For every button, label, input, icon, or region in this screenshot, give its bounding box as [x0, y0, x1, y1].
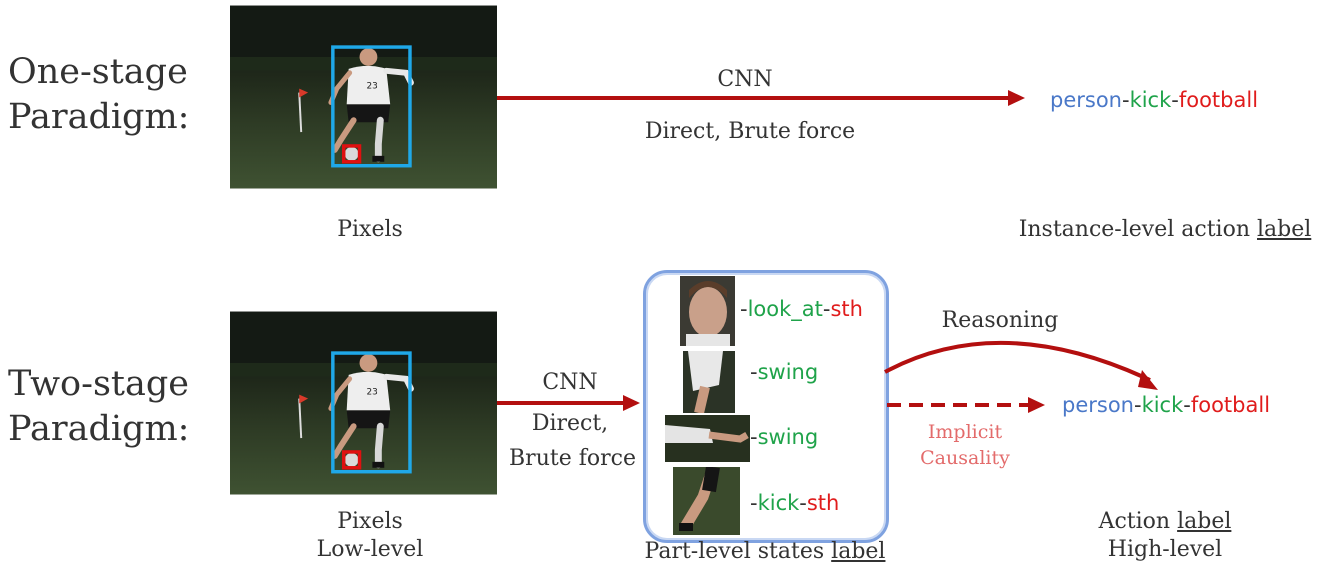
two-stage-title-line2: Paradigm:	[8, 409, 190, 449]
two-stage-output-label: Action label High-level	[1080, 508, 1250, 564]
state-object: sth	[830, 297, 863, 321]
state-dash: -	[799, 491, 807, 515]
implicit-line2: Causality	[920, 447, 1010, 469]
state-dash: -	[822, 297, 831, 321]
one-stage-title-line1: One-stage	[8, 52, 188, 92]
two-stage-title: Two-stage Paradigm:	[8, 362, 189, 452]
one-stage-title: One-stage Paradigm:	[8, 50, 189, 140]
one-stage-output-label: Instance-level action label	[1005, 216, 1325, 244]
part-state-arm: -swing	[750, 360, 818, 384]
output-verb: kick	[1141, 393, 1184, 417]
one-stage-output-action: person-kick-football	[1050, 88, 1258, 112]
head-crop-image	[680, 276, 735, 346]
implicit-causality-arrow	[887, 397, 1045, 413]
output-label-underlined: label	[1177, 509, 1232, 534]
two-stage-input-image	[230, 311, 497, 495]
one-stage-cnn-label: CNN	[717, 67, 773, 92]
state-dash: -	[750, 425, 758, 449]
one-stage-input-image	[230, 5, 497, 189]
arm-crop-image	[683, 351, 735, 413]
input-label-line1: Pixels	[337, 509, 403, 534]
one-stage-input-label: Pixels	[337, 217, 403, 242]
one-stage-arrow	[497, 90, 1025, 106]
output-label-line2: High-level	[1107, 537, 1223, 562]
state-verb: swing	[757, 425, 819, 449]
reasoning-arrow	[884, 340, 1158, 390]
state-dash: -	[740, 297, 748, 321]
part-state-head: -look_at-sth	[740, 297, 863, 321]
state-dash: -	[750, 491, 758, 515]
one-stage-title-line2: Paradigm:	[8, 97, 190, 137]
output-person: person	[1062, 393, 1134, 417]
arm-swing-crop-image	[665, 415, 750, 462]
output-dash: -	[1133, 393, 1142, 417]
implicit-line1: Implicit	[927, 421, 1003, 443]
two-stage-input-label: Pixels Low-level	[300, 508, 440, 564]
output-dash: -	[1171, 88, 1179, 112]
state-object: sth	[806, 491, 840, 515]
part-level-label: Part-level states label	[620, 538, 910, 566]
output-label-prefix: Instance-level action	[1018, 217, 1257, 242]
leg-crop-image	[673, 467, 740, 535]
two-stage-cnn-arrow	[497, 395, 640, 411]
output-dash: -	[1183, 393, 1191, 417]
output-label-prefix: Action	[1098, 509, 1178, 534]
state-dash: -	[750, 360, 758, 384]
output-label-underlined: label	[1257, 217, 1312, 242]
part-label-prefix: Part-level states	[644, 539, 832, 564]
two-stage-bruteforce-label: Brute force	[509, 446, 636, 471]
state-verb: kick	[757, 491, 800, 515]
part-label-underlined: label	[831, 539, 886, 564]
output-dash: -	[1121, 88, 1130, 112]
two-stage-title-line1: Two-stage	[8, 364, 189, 404]
state-verb: swing	[757, 360, 819, 384]
output-object: football	[1178, 88, 1259, 112]
two-stage-output-action: person-kick-football	[1062, 393, 1270, 417]
output-person: person	[1050, 88, 1122, 112]
part-state-hand: -swing	[750, 425, 818, 449]
state-verb: look_at	[747, 297, 823, 321]
implicit-causality-label: Implicit Causality	[900, 419, 1030, 471]
output-label-line1: Action label	[1080, 508, 1250, 536]
input-label-line2: Low-level	[316, 537, 424, 562]
output-verb: kick	[1129, 88, 1172, 112]
one-stage-direct-label: Direct, Brute force	[644, 119, 856, 144]
two-stage-direct-label: Direct,	[531, 411, 609, 436]
reasoning-label: Reasoning	[941, 308, 1059, 333]
output-object: football	[1190, 393, 1271, 417]
part-state-leg: -kick-sth	[750, 491, 839, 515]
two-stage-cnn-label: CNN	[542, 370, 598, 395]
